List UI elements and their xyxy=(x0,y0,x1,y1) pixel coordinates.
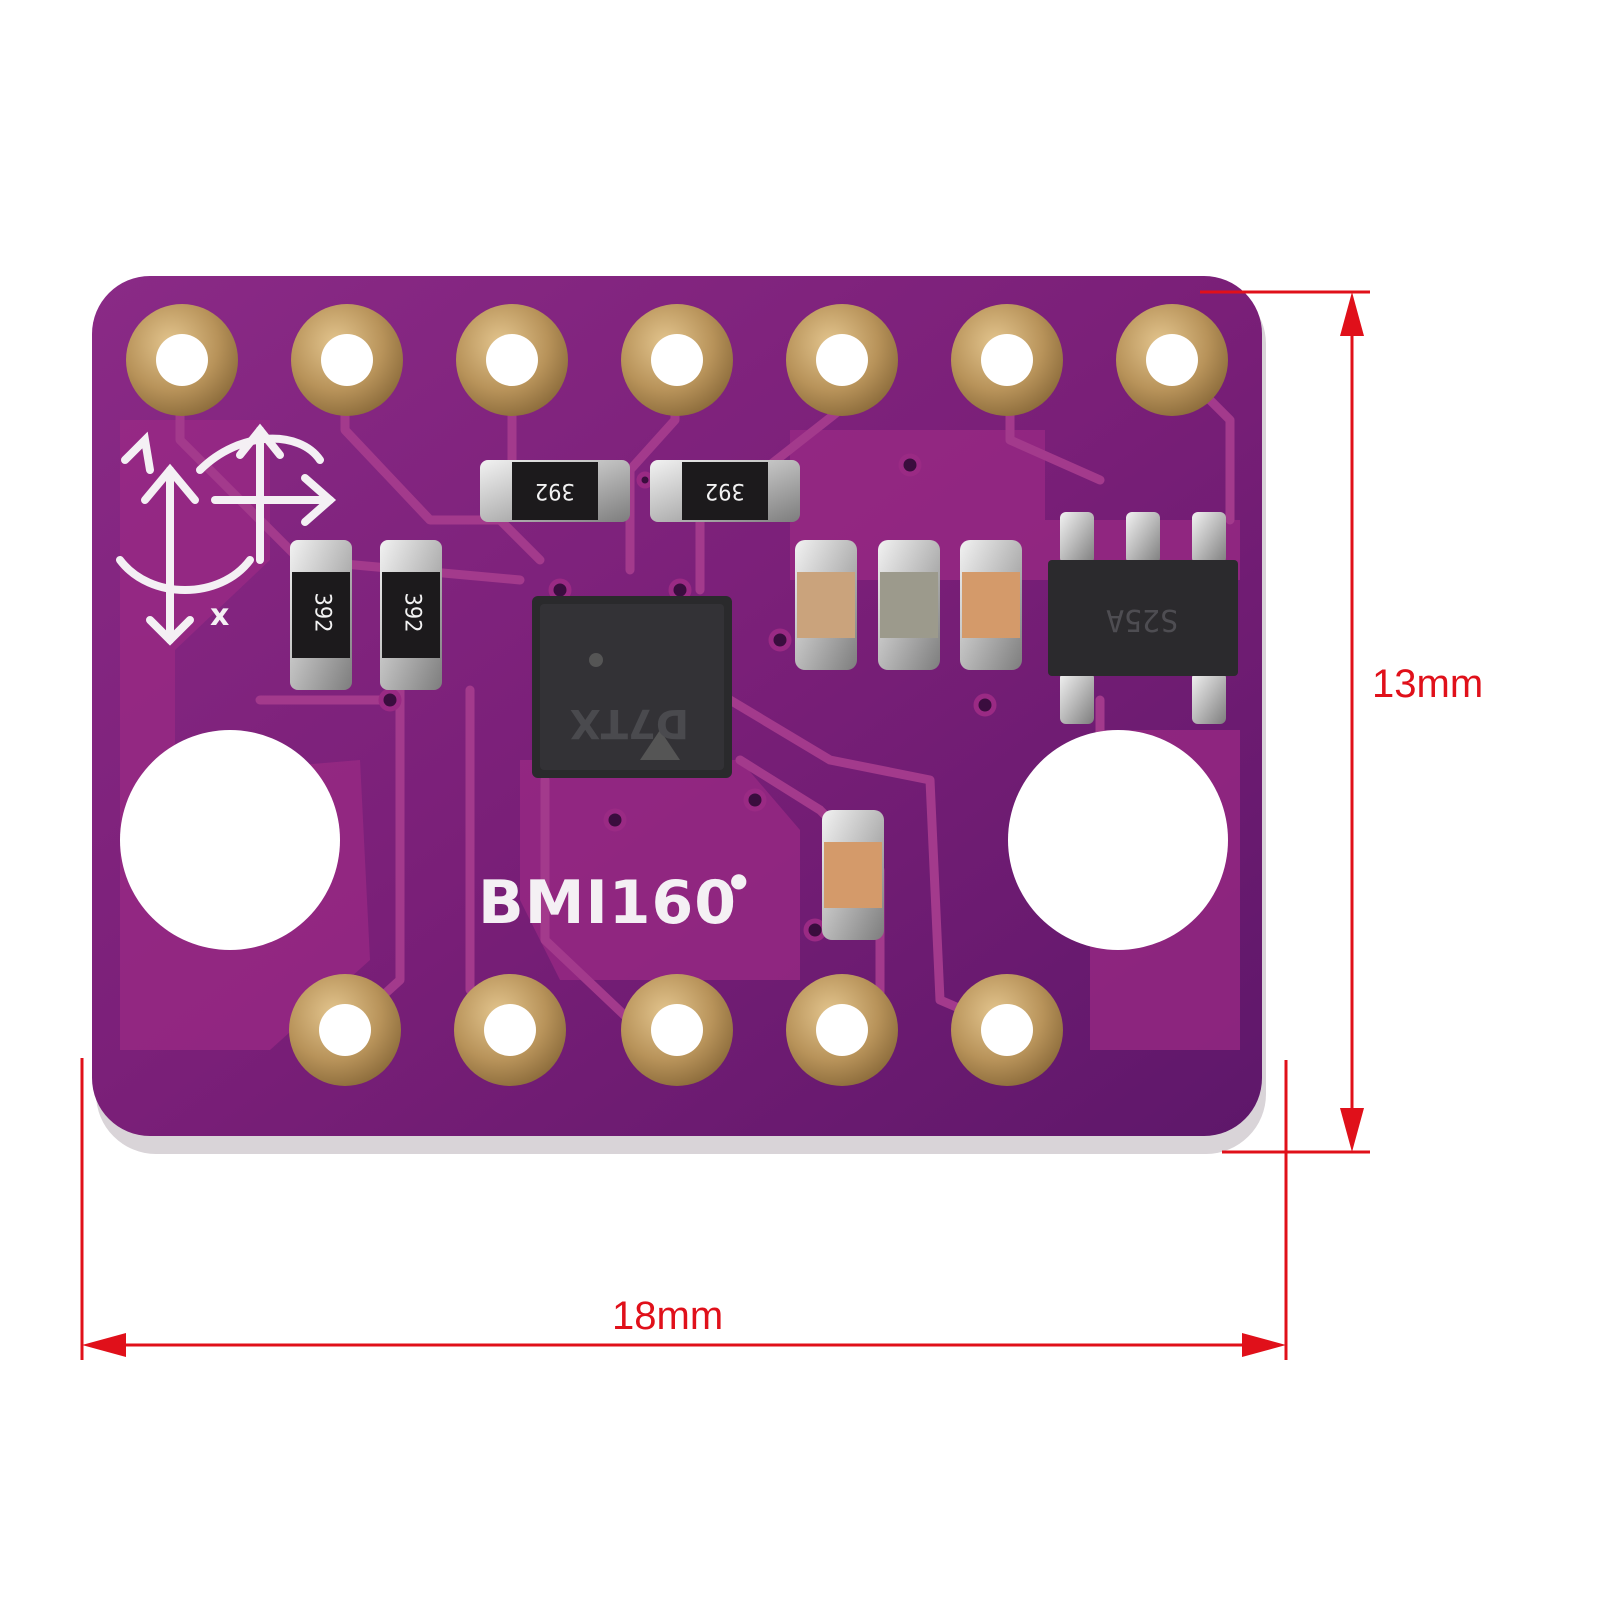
capacitor-4 xyxy=(822,810,884,940)
resistor-marking-3: 392 xyxy=(309,592,335,633)
resistor-top-left xyxy=(480,460,630,522)
capacitor-1 xyxy=(795,540,857,670)
dimension-lines xyxy=(80,290,1370,1360)
registered-mark: ● xyxy=(730,868,748,892)
axis-orientation-icon xyxy=(116,423,337,646)
mounting-hole-right xyxy=(1008,730,1228,950)
resistor-marking-4: 392 xyxy=(399,592,425,633)
resistor-top-right xyxy=(650,460,800,522)
regulator-marking: S25A xyxy=(1106,602,1179,637)
svg-text:D7TX: D7TX xyxy=(570,700,689,746)
capacitor-2 xyxy=(878,540,940,670)
capacitor-3 xyxy=(960,540,1022,670)
header-pads-bottom xyxy=(289,974,1063,1086)
height-dimension-label: 13mm xyxy=(1372,662,1484,706)
axis-x-label: x xyxy=(210,598,230,633)
voltage-regulator xyxy=(1048,512,1238,724)
resistor-left-2 xyxy=(380,540,442,690)
board-name-silkscreen: BMI160 xyxy=(478,868,738,938)
width-dimension-label: 18mm xyxy=(612,1294,724,1338)
resistor-marking-2: 392 xyxy=(705,478,745,503)
resistor-left-1 xyxy=(290,540,352,690)
bmi160-chip: D7TX xyxy=(532,596,732,778)
header-pads-top xyxy=(126,304,1228,416)
resistor-marking-1: 392 xyxy=(535,478,575,503)
vias xyxy=(378,453,997,942)
mounting-hole-left xyxy=(120,730,340,950)
